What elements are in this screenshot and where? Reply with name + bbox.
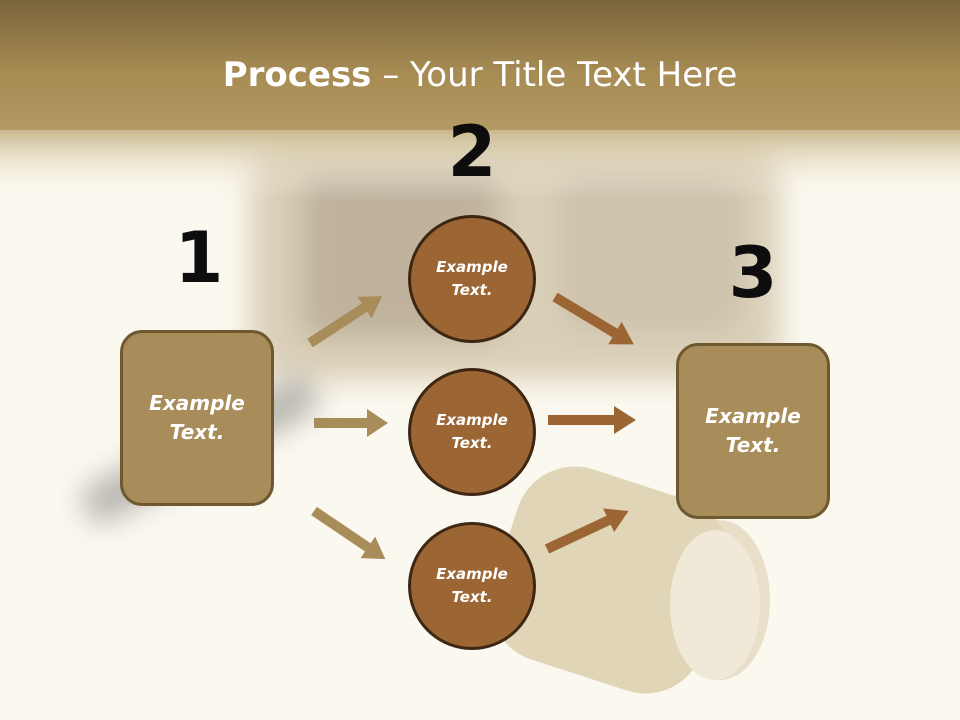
step-number-2: 2	[447, 111, 497, 193]
step-circle-top-label: Example Text.	[436, 258, 508, 299]
slide-title: Process – Your Title Text Here	[0, 52, 960, 98]
title-bold: Process	[222, 55, 372, 95]
step-number-3: 3	[728, 232, 778, 314]
step-box-1-label: Example Text.	[149, 391, 245, 444]
title-rest: – Your Title Text Here	[371, 55, 738, 95]
step-box-3-label: Example Text.	[705, 404, 801, 457]
step-number-1: 1	[174, 217, 224, 299]
step-circle-middle-label: Example Text.	[436, 411, 508, 452]
step-circle-middle[interactable]: Example Text.	[408, 368, 536, 496]
step-circle-top[interactable]: Example Text.	[408, 215, 536, 343]
step-box-3[interactable]: Example Text.	[676, 343, 830, 519]
step-circle-bottom-label: Example Text.	[436, 565, 508, 606]
step-circle-bottom[interactable]: Example Text.	[408, 522, 536, 650]
step-box-1[interactable]: Example Text.	[120, 330, 274, 506]
